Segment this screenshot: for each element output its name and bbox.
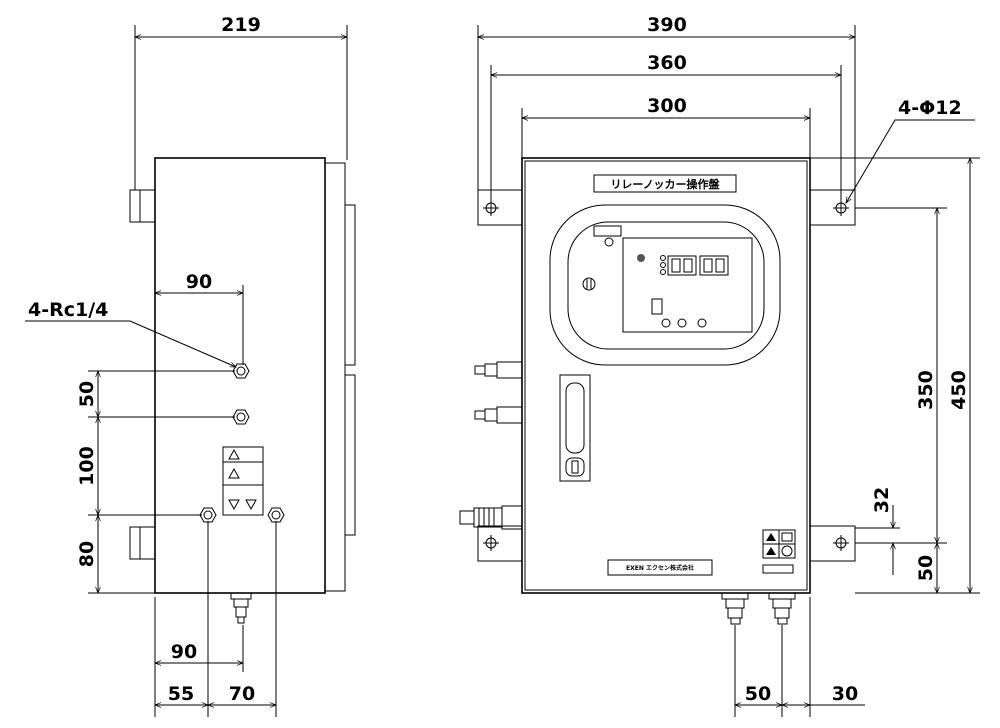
dim-50-bottom: 50 xyxy=(745,683,771,705)
dim-50-left: 50 xyxy=(76,381,98,407)
side-fitting-icon xyxy=(474,361,523,424)
door-rib xyxy=(344,204,356,366)
hole-label: 4-Φ12 xyxy=(898,97,962,119)
key-lock-icon xyxy=(582,277,596,291)
dim-360: 360 xyxy=(647,52,687,74)
control-buttons-icon xyxy=(222,446,264,516)
bottom-connector-icon xyxy=(721,592,796,625)
dim-90-bottom: 90 xyxy=(171,641,197,663)
dim-55: 55 xyxy=(168,683,194,705)
side-bottom-connector-icon xyxy=(230,592,252,624)
side-view: 219 90 4-Rc1/4 50 100 80 90 55 70 xyxy=(25,14,356,717)
company-logo: EXEN エクセン株式会社 xyxy=(626,564,694,572)
flowmeter-icon xyxy=(559,374,591,482)
side-body xyxy=(154,157,326,594)
dim-100: 100 xyxy=(76,446,98,486)
side-door-flange xyxy=(324,162,346,592)
dim-80: 80 xyxy=(76,541,98,567)
dim-219: 219 xyxy=(221,14,261,36)
dim-390: 390 xyxy=(647,14,687,36)
display-panel xyxy=(622,237,753,333)
switch-icon xyxy=(651,298,663,315)
window-inner xyxy=(567,221,765,350)
logo-plate xyxy=(607,559,713,576)
front-door xyxy=(524,160,808,591)
window-tab xyxy=(593,225,622,237)
door-rib xyxy=(344,374,356,536)
front-view: リレーノッカー操作盤 EXEN エクセン株式会社 xyxy=(459,14,980,717)
seven-segment-display-icon xyxy=(667,255,729,276)
panel-button-icon xyxy=(661,318,707,328)
dim-300: 300 xyxy=(647,95,687,117)
status-led-icon xyxy=(660,255,666,275)
port-fitting-icon xyxy=(199,363,285,523)
mounting-bracket-icon xyxy=(477,189,856,562)
front-dimension-lines xyxy=(477,25,980,717)
side-dimension-lines xyxy=(25,25,348,717)
dim-50-right: 50 xyxy=(915,555,937,581)
dim-90-top: 90 xyxy=(186,271,212,293)
cable-gland-icon xyxy=(459,505,523,530)
nameplate xyxy=(593,174,737,193)
nameplate-text: リレーノッカー操作盤 xyxy=(610,177,720,191)
dim-32: 32 xyxy=(871,487,893,513)
port-label: 4-Rc1/4 xyxy=(28,299,108,321)
warning-label-icon xyxy=(762,529,796,574)
dim-70: 70 xyxy=(229,683,255,705)
dim-450: 450 xyxy=(948,370,970,410)
side-bracket-icon xyxy=(129,189,156,560)
indicator-hole xyxy=(604,237,614,247)
window-frame xyxy=(549,204,781,366)
dim-350: 350 xyxy=(915,370,937,410)
dim-30: 30 xyxy=(832,683,858,705)
dial-icon xyxy=(637,254,645,262)
